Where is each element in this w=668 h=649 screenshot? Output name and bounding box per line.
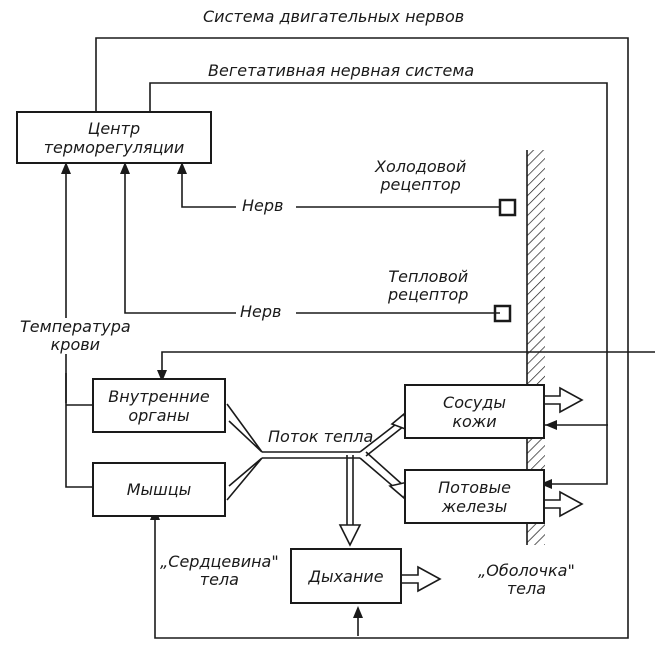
arrow-organs (157, 370, 167, 382)
cold-receptor (498, 198, 517, 217)
heat-flow-label: Поток тепла (268, 427, 374, 446)
vessels-out-arrow (545, 386, 584, 414)
skin-vessels-label: Сосуды кожи (443, 392, 506, 431)
nerve-label-top: Нерв (242, 196, 284, 215)
cold-receptor-label: Холодовой рецептор (375, 157, 467, 194)
breathing-label: Дыхание (308, 566, 384, 586)
shell-label: „Оболочка" тела (478, 561, 575, 598)
thermoregulation-center-box: Центр терморегуляции (16, 111, 212, 164)
blood-temperature-label: Температура крови (20, 317, 131, 354)
vegetative-system-label: Вегетативная нервная система (208, 61, 475, 80)
core-label: „Сердцевина" тела (160, 552, 279, 589)
breathing-box: Дыхание (290, 548, 402, 604)
skin-hatching (527, 150, 545, 545)
cold-nerve-line (181, 168, 500, 208)
motor-system-label: Система двигательных нервов (203, 7, 465, 26)
vegetative-nerve-line (149, 82, 608, 485)
arrow-center-3 (177, 162, 187, 174)
nerve-label-bottom: Нерв (240, 302, 282, 321)
arrow-center-2 (120, 162, 130, 174)
heat-flow-muscles (226, 457, 263, 501)
arrow-breathing (353, 606, 363, 618)
muscles-to-blood (65, 373, 94, 488)
muscles-label: Мышцы (126, 480, 192, 499)
warm-receptor-label: Тепловой рецептор (388, 267, 469, 304)
heat-flow-main (262, 451, 360, 459)
sweat-glands-box: Потовые железы (404, 469, 545, 524)
internal-organs-box: Внутренние органы (92, 378, 226, 433)
warm-nerve-line (124, 168, 500, 314)
arrow-vessels-in (545, 420, 557, 430)
muscles-box: Мышцы (92, 462, 226, 517)
heat-flow-breath (346, 455, 354, 525)
heat-flow-organs (226, 403, 263, 453)
arrow-center-1 (61, 162, 71, 174)
thermoregulation-center-label: Центр терморегуляции (43, 118, 185, 157)
skin-vessels-box: Сосуды кожи (404, 384, 545, 439)
arrow-sweat (540, 479, 552, 489)
warm-receptor (493, 304, 512, 323)
internal-organs-label: Внутренние органы (108, 386, 210, 425)
sweat-glands-label: Потовые железы (438, 477, 511, 516)
breath-out-arrow (402, 565, 442, 593)
sweat-out-arrow (545, 490, 584, 518)
heat-arrow-breath (338, 524, 362, 547)
blood-return-line (161, 351, 655, 378)
motor-nerve-line (95, 37, 629, 639)
